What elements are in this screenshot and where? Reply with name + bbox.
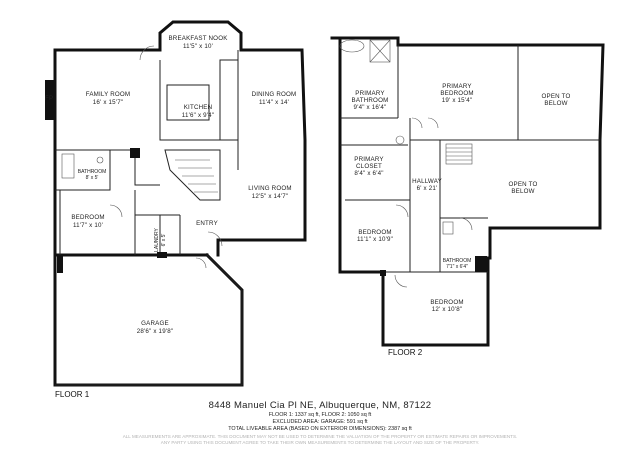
primary-bathroom-dims: 9'4" x 16'4" xyxy=(354,104,387,111)
open-to-below-2-line-2: BELOW xyxy=(511,188,534,195)
floor-area-summary: FLOOR 1: 1337 sq ft, FLOOR 2: 1050 sq ft xyxy=(268,412,372,418)
floor-2-plan xyxy=(330,36,605,347)
floor-1-stairs xyxy=(164,149,221,201)
floor-2-bathroom-dims: 7'1" x 6'4" xyxy=(446,264,468,270)
floor-1-bedroom-name: BEDROOM xyxy=(71,214,104,221)
living-room-dims: 12'5" x 14'7" xyxy=(252,193,289,200)
fireplace-icon xyxy=(45,80,55,120)
open-to-below-2-line-1: OPEN TO xyxy=(508,181,537,188)
floor-2-bedroom-a-name: BEDROOM xyxy=(358,229,391,236)
floor-1-bathroom-name: BATHROOM xyxy=(78,169,107,175)
laundry-dims: 6' x 5' xyxy=(161,234,167,247)
primary-bathroom-name-2: BATHROOM xyxy=(352,97,389,104)
disclaimer-line-2: ANY PARTY USING THIS DOCUMENT AGREE TO T… xyxy=(160,440,480,445)
open-to-below-1-line-1: OPEN TO xyxy=(541,93,570,100)
hallway-name: HALLWAY xyxy=(412,178,442,185)
floor-2-label: FLOOR 2 xyxy=(388,348,423,357)
garage-name: GARAGE xyxy=(141,320,169,327)
floor-2-bedroom-b-name: BEDROOM xyxy=(430,299,463,306)
floor-1-plan xyxy=(45,20,307,387)
total-area-summary: TOTAL LIVEABLE AREA (BASED ON EXTERIOR D… xyxy=(228,426,412,432)
garage-dims: 28'6" x 19'8" xyxy=(137,328,174,335)
entry-label: ENTRY xyxy=(196,220,218,227)
kitchen-name: KITCHEN xyxy=(184,104,213,111)
breakfast-nook-dims: 11'5" x 10' xyxy=(183,43,213,50)
breakfast-nook-name: BREAKFAST NOOK xyxy=(168,35,228,42)
floor-2-stairs xyxy=(445,143,473,165)
living-room-name: LIVING ROOM xyxy=(248,185,291,192)
floor-2-bedroom-a-dims: 11'1" x 10'9" xyxy=(357,236,393,243)
floor-1-label: FLOOR 1 xyxy=(55,390,90,399)
disclaimer-line-1: ALL MEASUREMENTS ARE APPROXIMATE. THIS D… xyxy=(122,434,518,439)
primary-bedroom-name-1: PRIMARY xyxy=(442,83,471,90)
primary-closet-name-2: CLOSET xyxy=(356,163,382,170)
family-room-name: FAMILY ROOM xyxy=(86,91,131,98)
kitchen-dims: 11'6" x 9'4" xyxy=(182,112,214,119)
primary-bedroom-name-2: BEDROOM xyxy=(440,90,473,97)
hallway-dims: 6' x 21' xyxy=(417,185,438,192)
laundry-name: LAUNDRY xyxy=(154,227,160,251)
excluded-area-summary: EXCLUDED AREA: GARAGE: 591 sq ft xyxy=(272,419,368,425)
dining-room-dims: 11'4" x 14' xyxy=(259,99,289,106)
floor-2-bedroom-b-dims: 12' x 10'8" xyxy=(432,306,463,313)
dining-room-name: DINING ROOM xyxy=(252,91,297,98)
floor-1-bedroom-dims: 11'7" x 10' xyxy=(73,222,103,229)
property-address: 8448 Manuel Cia Pl NE, Albuquerque, NM, … xyxy=(208,400,432,411)
family-room-dims: 16' x 15'7" xyxy=(93,99,124,106)
floor-2-labels: PRIMARY BATHROOM 9'4" x 16'4" PRIMARY BE… xyxy=(352,83,571,357)
primary-bedroom-dims: 19' x 15'4" xyxy=(442,97,473,104)
floor-1-bathroom-dims: 8' x 5' xyxy=(86,175,99,181)
fireplace-label: FP xyxy=(45,95,53,102)
primary-closet-dims: 8'4" x 6'4" xyxy=(354,170,383,177)
open-to-below-1-line-2: BELOW xyxy=(544,100,567,107)
primary-closet-name-1: PRIMARY xyxy=(354,156,383,163)
primary-bathroom-name-1: PRIMARY xyxy=(355,90,384,97)
floor-2-bathroom-name: BATHROOM xyxy=(443,258,472,264)
floor-1-labels: FP BREAKFAST NOOK 11'5" x 10' FAMILY ROO… xyxy=(45,35,296,399)
